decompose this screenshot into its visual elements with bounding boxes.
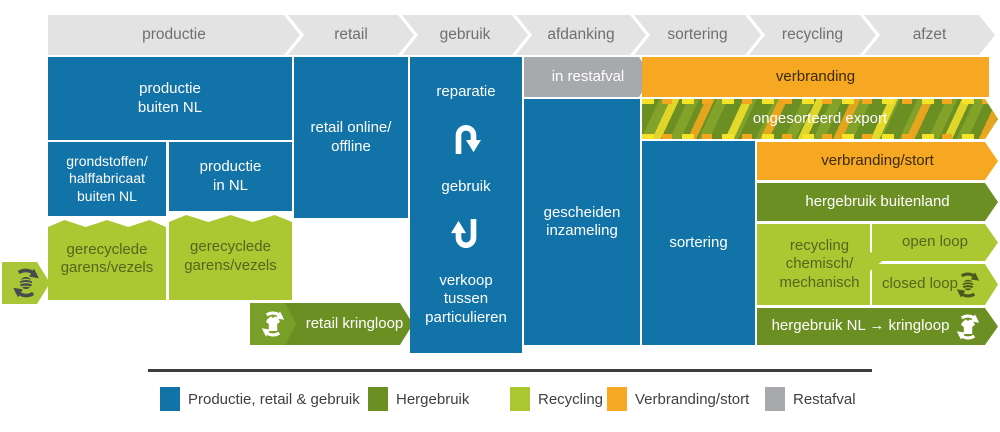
bar-hergebruik-buitenland: hergebruik buitenland (757, 183, 998, 221)
bar-label: in restafval (551, 67, 625, 85)
block-gescheiden-inzameling: gescheiden inzameling (524, 99, 640, 345)
column-gebruik: reparatie gebruik verkoop tussen particu… (410, 57, 522, 353)
legend-swatch (368, 387, 388, 411)
legend-item-restafval: Restafval (765, 387, 856, 411)
stage-label: sortering (667, 26, 728, 43)
bar-label: verbranding (775, 67, 856, 85)
reuse-shirt-icon (954, 313, 982, 341)
bar-label: closed loop (882, 275, 958, 293)
bar-label: ongesorteerd export (752, 109, 888, 127)
block-label: recycling chemisch/ mechanisch (779, 237, 860, 291)
legend-swatch (765, 387, 785, 411)
legend-label: Productie, retail & gebruik (188, 390, 360, 408)
legend-item-hergebruik: Hergebruik (368, 387, 469, 411)
bar-label: hergebruik buitenland (805, 192, 950, 210)
recycled-yarn-icon (954, 271, 982, 299)
bar-closed-loop: closed loop (872, 264, 998, 305)
legend-item-verbranding: Verbranding/stort (607, 387, 749, 411)
label-gebruik: gebruik (441, 177, 491, 195)
block-label: gerecyclede garens/vezels (184, 238, 277, 274)
bar-label: open loop (902, 233, 968, 251)
bar-hergebruik-nl-kringloop: hergebruik NL → kringloop (757, 308, 998, 345)
legend-item-productie: Productie, retail & gebruik (160, 387, 360, 411)
stage-label: gebruik (439, 26, 491, 43)
stage-chevron-afdanking: afdanking (516, 15, 646, 55)
stage-label: retail (334, 26, 368, 43)
legend-label: Verbranding/stort (635, 390, 750, 408)
block-label: grondstoffen/ halffabricaat buiten NL (66, 153, 148, 204)
label-reparatie: reparatie (436, 83, 496, 101)
recycled-yarn-icon (10, 267, 42, 299)
stage-chevron-productie: productie (48, 15, 300, 55)
resale-loop-icon (451, 218, 477, 248)
reuse-shirt-icon (259, 310, 287, 338)
tab-recycled-input (2, 262, 50, 304)
bar-in-restafval: in restafval (524, 57, 652, 97)
bar-ongesorteerd-export: ongesorteerd export (642, 99, 998, 139)
block-label: sortering (669, 233, 728, 251)
legend-swatch (510, 387, 530, 411)
bar-retail-kringloop: retail kringloop (250, 303, 413, 345)
block-label: retail online/ offline (310, 119, 392, 155)
bar-label: hergebruik NL → kringloop (771, 317, 950, 335)
legend-label: Restafval (793, 390, 856, 408)
block-label: productie in NL (199, 158, 262, 194)
stage-label: productie (142, 26, 206, 43)
legend-label: Hergebruik (396, 390, 470, 408)
block-gerecyclede-garens-rechts: gerecyclede garens/vezels (169, 215, 292, 300)
stage-label: afzet (912, 26, 947, 43)
block-sortering: sortering (642, 141, 755, 345)
bar-verbranding: verbranding (642, 57, 989, 97)
bar-label: retail kringloop (305, 314, 404, 332)
legend-swatch (607, 387, 627, 411)
block-productie-in-nl: productie in NL (169, 142, 292, 211)
stage-chevron-afzet: afzet (864, 15, 995, 55)
stage-label: afdanking (547, 26, 615, 43)
block-recycling-chemisch-mechanisch: recycling chemisch/ mechanisch (757, 224, 882, 305)
stage-chevron-sortering: sortering (634, 15, 761, 55)
block-retail-online-offline: retail online/ offline (294, 57, 408, 218)
legend-label: Recycling (538, 390, 604, 408)
retail-kringloop-icon-chip (250, 303, 296, 345)
stage-chevron-retail: retail (288, 15, 414, 55)
legend-swatch (160, 387, 180, 411)
repair-loop-icon (455, 125, 481, 155)
block-gerecyclede-garens-links: gerecyclede garens/vezels (48, 220, 166, 300)
stage-chevron-recycling: recycling (749, 15, 876, 55)
legend-item-recycling: Recycling (510, 387, 603, 411)
bar-open-loop: open loop (872, 224, 998, 261)
stage-label: recycling (781, 26, 844, 43)
block-label: gescheiden inzameling (543, 203, 621, 239)
block-label: gerecyclede garens/vezels (60, 240, 154, 276)
bar-verbranding-stort: verbranding/stort (757, 142, 998, 180)
block-productie-buiten-nl: productie buiten NL (48, 57, 292, 140)
legend-divider (148, 369, 872, 372)
block-label: productie buiten NL (137, 80, 203, 116)
bar-label: verbranding/stort (821, 151, 934, 169)
stage-chevron-gebruik: gebruik (402, 15, 528, 55)
label-verkoop: verkoop tussen particulieren (425, 271, 507, 326)
block-grondstoffen: grondstoffen/ halffabricaat buiten NL (48, 142, 166, 216)
